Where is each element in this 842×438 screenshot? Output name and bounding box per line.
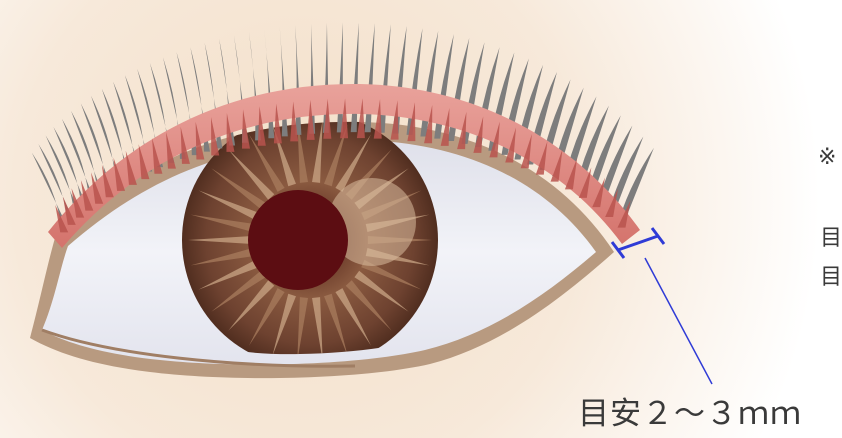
note-text-line-1: 目 [820, 220, 842, 252]
note-text-line-2: 目 [820, 259, 842, 291]
iris-group [182, 112, 438, 368]
pupil [248, 190, 348, 290]
measure-label: 目安２～３ｍｍ [578, 388, 802, 433]
note-mark: ※ [818, 145, 836, 170]
